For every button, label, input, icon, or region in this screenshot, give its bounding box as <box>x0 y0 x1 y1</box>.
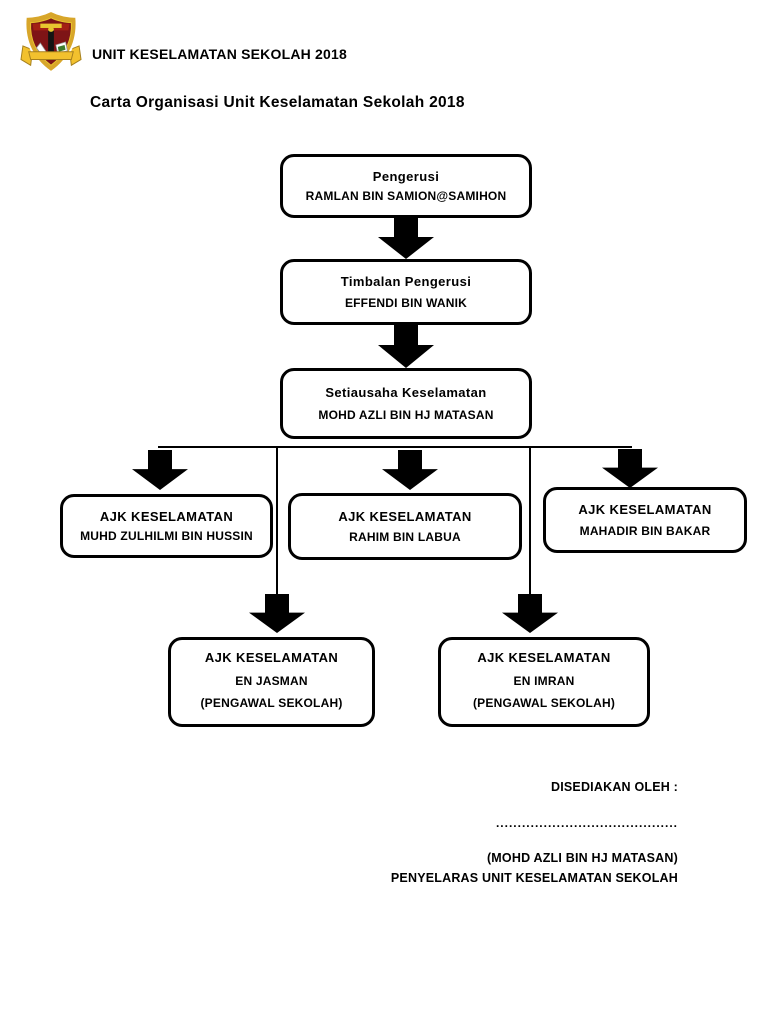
org-node-ajk-1: AJK KESELAMATAN MUHD ZULHILMI BIN HUSSIN <box>60 494 273 558</box>
down-arrow-icon <box>132 450 188 490</box>
person-note: (PENGAWAL SEKOLAH) <box>472 695 616 710</box>
school-crest-icon <box>20 9 82 74</box>
person-name: MAHADIR BIN BAKAR <box>579 523 711 538</box>
person-name: EFFENDI BIN WANIK <box>344 295 468 310</box>
org-node-timbalan-pengerusi: Timbalan Pengerusi EFFENDI BIN WANIK <box>280 259 532 325</box>
person-name: RAMLAN BIN SAMION@SAMIHON <box>305 189 507 204</box>
prepared-by-label: DISEDIAKAN OLEH : <box>550 780 678 794</box>
connector-vertical-line-left <box>276 447 278 595</box>
role-label: Pengerusi <box>372 168 440 184</box>
person-note: (PENGAWAL SEKOLAH) <box>200 695 343 710</box>
signature-block: DISEDIAKAN OLEH : ......................… <box>378 780 678 888</box>
page-title: Carta Organisasi Unit Keselamatan Sekola… <box>90 94 465 111</box>
role-label: AJK KESELAMATAN <box>99 508 234 524</box>
down-arrow-icon <box>249 594 305 633</box>
person-name: MUHD ZULHILMI BIN HUSSIN <box>80 529 253 544</box>
connector-vertical-line-right <box>529 447 531 595</box>
org-node-ajk-2: AJK KESELAMATAN RAHIM BIN LABUA <box>288 493 522 560</box>
org-node-pengerusi: Pengerusi RAMLAN BIN SAMION@SAMIHON <box>280 154 532 218</box>
down-arrow-icon <box>378 217 434 259</box>
person-name: EN IMRAN <box>513 673 575 688</box>
role-label: Setiausaha Keselamatan <box>325 385 487 400</box>
down-arrow-icon <box>602 449 658 488</box>
role-label: AJK KESELAMATAN <box>578 502 712 518</box>
header-title: UNIT KESELAMATAN SEKOLAH 2018 <box>92 46 347 62</box>
org-node-ajk-3: AJK KESELAMATAN MAHADIR BIN BAKAR <box>543 487 747 553</box>
org-node-setiausaha: Setiausaha Keselamatan MOHD AZLI BIN HJ … <box>280 368 532 439</box>
down-arrow-icon <box>382 450 438 490</box>
role-label: Timbalan Pengerusi <box>340 274 472 290</box>
role-label: AJK KESELAMATAN <box>477 650 611 666</box>
role-label: AJK KESELAMATAN <box>204 650 339 666</box>
role-label: AJK KESELAMATAN <box>338 508 472 524</box>
person-name: EN JASMAN <box>235 673 308 688</box>
down-arrow-icon <box>378 324 434 368</box>
person-name: RAHIM BIN LABUA <box>349 530 461 545</box>
signatory-title: PENYELARAS UNIT KESELAMATAN SEKOLAH <box>390 871 678 885</box>
org-node-ajk-5: AJK KESELAMATAN EN IMRAN (PENGAWAL SEKOL… <box>438 637 650 727</box>
connector-horizontal-line <box>158 446 632 448</box>
person-name: MOHD AZLI BIN HJ MATASAN <box>318 408 494 422</box>
down-arrow-icon <box>502 594 558 633</box>
signature-dotted-line: ........................................… <box>495 816 678 830</box>
signatory-name: (MOHD AZLI BIN HJ MATASAN) <box>486 851 678 865</box>
org-node-ajk-4: AJK KESELAMATAN EN JASMAN (PENGAWAL SEKO… <box>168 637 375 727</box>
